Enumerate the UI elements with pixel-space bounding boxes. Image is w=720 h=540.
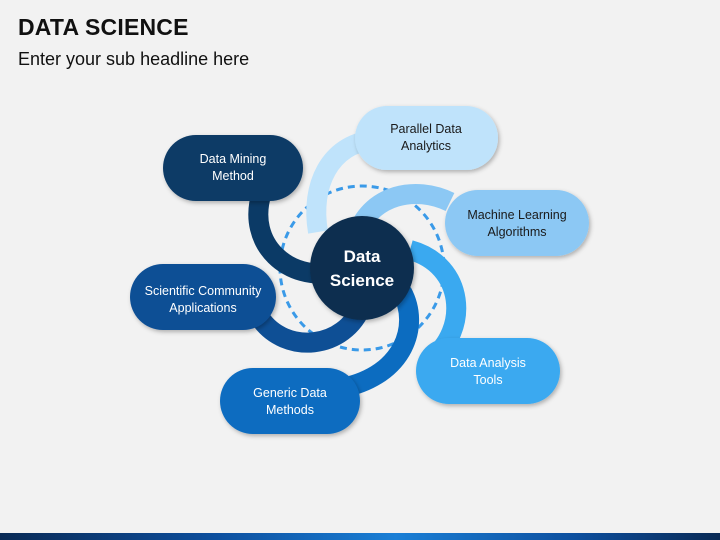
center-label-line2: Science (330, 271, 394, 290)
node-data-mining-method-line1: Data Mining (200, 152, 267, 166)
node-data-analysis-tools (416, 338, 560, 404)
node-scientific-community-applications-line1: Scientific Community (145, 284, 262, 298)
arc-generic-data-methods (339, 287, 420, 398)
node-parallel-data-analytics (355, 106, 498, 170)
center-label-line1: Data (344, 247, 381, 266)
page-subtitle: Enter your sub headline here (18, 49, 250, 69)
node-data-analysis-tools-line2: Tools (473, 373, 502, 387)
node-generic-data-methods-line1: Generic Data (253, 386, 327, 400)
node-data-mining-method-line2: Method (212, 169, 254, 183)
node-scientific-community-applications-line2: Applications (169, 301, 236, 315)
node-parallel-data-analytics-line2: Analytics (401, 139, 451, 153)
node-machine-learning-algorithms-line1: Machine Learning (467, 208, 566, 222)
node-parallel-data-analytics-line1: Parallel Data (390, 122, 462, 136)
node-generic-data-methods (220, 368, 360, 434)
node-generic-data-methods-line2: Methods (266, 403, 314, 417)
center-node (310, 216, 414, 320)
node-machine-learning-algorithms-line2: Algorithms (487, 225, 546, 239)
node-machine-learning-algorithms (445, 190, 589, 256)
node-data-analysis-tools-line1: Data Analysis (450, 356, 526, 370)
page-title: DATA SCIENCE (18, 14, 189, 40)
center-circle (310, 216, 414, 320)
bottom-accent-bar (0, 533, 720, 540)
node-data-mining-method (163, 135, 303, 201)
node-scientific-community-applications (130, 264, 276, 330)
